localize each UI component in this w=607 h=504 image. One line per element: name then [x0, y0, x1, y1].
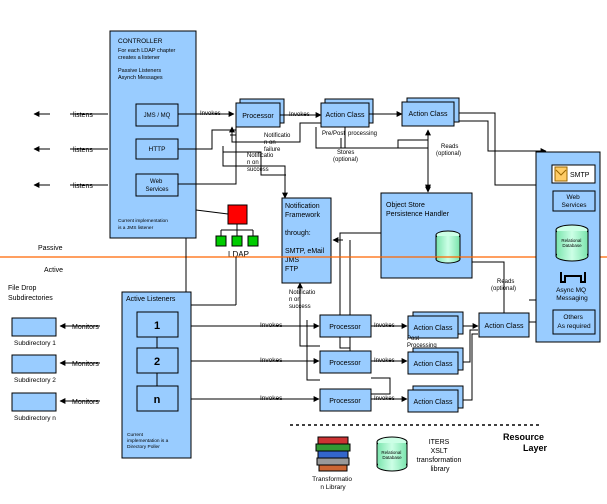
others-box[interactable] [552, 309, 596, 335]
controller-footnote: Current implementation is a JMS listener [118, 218, 169, 231]
resource-web-services-label: Web Services [562, 194, 588, 209]
action-class-2-label: Action Class [414, 361, 453, 368]
resource-web-services-box[interactable] [552, 190, 596, 212]
object-store-label: Object Store Persistence Handler [386, 202, 450, 218]
active-listeners-title: Active Listeners [126, 296, 176, 303]
listener-n-box[interactable] [136, 385, 179, 412]
listens-label-1: listens [73, 112, 93, 119]
processor-top-label: Processor [242, 113, 274, 120]
stores-label: Stores (optional) [333, 150, 358, 163]
notification-framework-label: Notification Framework through: SMTP, eM… [285, 203, 326, 273]
http-label: HTTP [149, 146, 166, 153]
passive-label: Passive [38, 245, 63, 252]
action-class-top-1-label: Action Class [326, 112, 365, 119]
reads-label-top: Reads (optional) [436, 144, 461, 157]
invokes-label-top-2: Invokes [289, 112, 310, 118]
async-mq-label: Async MQ Messaging [556, 287, 588, 302]
processor-2-label: Processor [329, 360, 361, 367]
active-label: Active [44, 267, 63, 274]
web-services-box[interactable] [135, 173, 179, 197]
monitors-label-1: Monitors [72, 324, 99, 331]
listener-1-box[interactable] [136, 311, 179, 338]
object-store-db-icon [435, 230, 461, 264]
controller-title: CONTROLLER [118, 38, 163, 45]
relational-db-label: Relational Database [561, 238, 582, 248]
controller-subtitle: For each LDAP chapter creates a listener [118, 48, 177, 61]
relational-db-small-icon [376, 436, 408, 472]
ldap-label: LDAP [228, 250, 249, 259]
ldap-icon [215, 204, 259, 247]
reads-label-bottom: Reads (optional) [491, 279, 516, 292]
action-class-2[interactable] [407, 351, 459, 375]
jms-mq-box[interactable] [135, 103, 179, 127]
subdirectory-2-box[interactable] [11, 354, 57, 374]
action-class-n-label: Action Class [414, 399, 453, 406]
invokes-label-top: Invokes [200, 111, 221, 117]
subdirectory-n-label: Subdirectory n [14, 415, 56, 422]
resource-layer-label: Resource Layer [503, 432, 548, 453]
action-class-top-1[interactable] [320, 102, 370, 128]
invokes-label-1: Invokes [260, 322, 283, 329]
relational-db-icon [555, 224, 589, 262]
others-label: Others As required [557, 314, 591, 330]
action-class-1-label: Action Class [414, 325, 453, 332]
processor-top[interactable] [235, 102, 281, 128]
notification-failure-label: Notificatio n on failure [264, 133, 292, 153]
processing-label: processing [348, 131, 377, 137]
subdirectory-1-label: Subdirectory 1 [14, 340, 56, 347]
subdirectory-2-label: Subdirectory 2 [14, 377, 56, 384]
web-services-label: Web Services [145, 179, 168, 193]
monitors-label-2: Monitors [72, 361, 99, 368]
notification-success-label-bottom: Notificatio n on success [289, 290, 317, 310]
listener-n-label: n [154, 394, 161, 406]
invokes-label-n: Invokes [260, 395, 283, 402]
notification-framework-box[interactable] [281, 197, 332, 284]
processor-2[interactable] [319, 350, 372, 374]
action-class-top-2-label: Action Class [409, 111, 448, 118]
action-class-right-label: Action Class [485, 323, 524, 330]
smtp-label: SMTP [570, 172, 590, 179]
invokes-label-p1: Invokes [374, 323, 395, 329]
processor-n-label: Processor [329, 398, 361, 405]
invokes-label-p2: Invokes [374, 358, 395, 364]
async-mq-icon [560, 272, 586, 283]
action-class-top-2[interactable] [401, 101, 455, 127]
invokes-label-pn: Invokes [374, 396, 395, 402]
listener-1-label: 1 [154, 320, 160, 332]
listener-2-box[interactable] [136, 347, 179, 374]
action-class-1[interactable] [407, 315, 459, 339]
subdirectory-1-box[interactable] [11, 317, 57, 337]
controller-panel [109, 30, 197, 239]
processor-n[interactable] [319, 388, 372, 412]
controller-passive-note: Passive Listeners Asynch Messages [118, 68, 163, 81]
relational-db-small-label: Relational Database [381, 450, 402, 460]
transformation-library-label: Transformatio n Library [312, 476, 354, 491]
post-processing-label: Post Processing [407, 336, 437, 349]
monitors-label-n: Monitors [72, 399, 99, 406]
pre-post-label: Pre/Post [322, 131, 345, 137]
active-listeners-footnote: Current implementation is a Directory Po… [127, 432, 170, 450]
invokes-label-2: Invokes [260, 357, 283, 364]
listens-label-2: listens [73, 147, 93, 154]
processor-1-label: Processor [329, 324, 361, 331]
books-icon [315, 436, 351, 472]
iters-label: ITERS XSLT transformation library [417, 439, 464, 473]
file-drop-label: File Drop Subdirectories [8, 285, 53, 302]
action-class-n[interactable] [407, 389, 459, 413]
subdirectory-n-box[interactable] [11, 392, 57, 412]
listens-label-3: listens [73, 183, 93, 190]
notification-success-label-top: Notificatio n on success [247, 153, 275, 173]
mail-icon [554, 166, 568, 182]
listener-2-label: 2 [154, 356, 160, 368]
jms-mq-label: JMS / MQ [144, 113, 171, 119]
